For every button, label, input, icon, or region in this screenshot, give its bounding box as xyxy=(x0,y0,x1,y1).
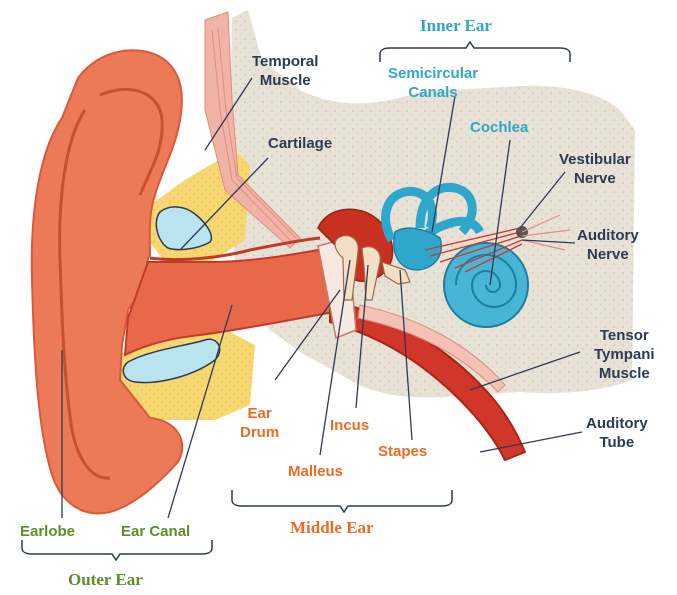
outer-ear-group-label: Outer Ear xyxy=(68,570,143,589)
incus-label: Incus xyxy=(330,416,369,435)
malleus-label: Malleus xyxy=(288,462,343,481)
ear-canal-label: Ear Canal xyxy=(121,522,190,541)
inner-ear-group-label: Inner Ear xyxy=(420,16,492,35)
cartilage-label: Cartilage xyxy=(268,134,332,153)
inner-ear-brace xyxy=(380,42,570,62)
stapes-label: Stapes xyxy=(378,442,427,461)
middle-ear-group-label: Middle Ear xyxy=(290,518,374,537)
cochlea-label: Cochlea xyxy=(470,118,528,137)
earlobe-label: Earlobe xyxy=(20,522,75,541)
outer-ear-brace xyxy=(22,540,212,560)
middle-ear-brace xyxy=(232,490,452,512)
vestibule-shape xyxy=(394,228,441,270)
